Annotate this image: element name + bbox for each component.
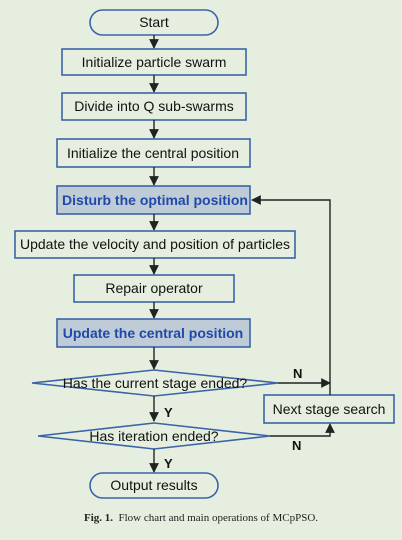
update-central-node	[56, 318, 251, 348]
iteration-no-label: N	[292, 438, 301, 453]
disturb-label: Disturb the optimal position	[62, 192, 248, 208]
flowchart-diagram: Start Initialize particle swarm Divide i…	[14, 9, 395, 499]
update-central-label: Update the central position	[63, 325, 243, 341]
stage-ended-label: Has the current stage ended?	[63, 375, 248, 391]
caption-label: Fig. 1.	[83, 512, 113, 524]
next-stage-node	[263, 394, 395, 424]
update-velocity-node	[14, 230, 296, 259]
repair-label: Repair operator	[105, 280, 203, 296]
iteration-yes-label: Y	[164, 456, 173, 471]
init-swarm-label: Initialize particle swarm	[82, 54, 227, 70]
update-velocity-label: Update the velocity and position of part…	[20, 236, 290, 252]
init-central-label: Initialize the central position	[67, 145, 239, 161]
divide-label: Divide into Q sub-swarms	[74, 98, 234, 114]
iteration-ended-label: Has iteration ended?	[89, 428, 218, 444]
caption-text: Flow chart and main operations of MCpPSO…	[118, 512, 319, 524]
start-label: Start	[139, 14, 169, 30]
output-label: Output results	[110, 477, 197, 493]
init-swarm-node	[61, 48, 247, 76]
figure-caption: Fig. 1. Flow chart and main operations o…	[0, 512, 402, 524]
stage-no-label: N	[293, 366, 302, 381]
next-stage-label: Next stage search	[273, 401, 386, 417]
edge-next-stage-loop	[251, 195, 331, 395]
edge-iteration-no	[270, 423, 335, 437]
stage-yes-label: Y	[164, 405, 173, 420]
output-node	[89, 472, 219, 499]
init-central-node	[56, 138, 251, 168]
